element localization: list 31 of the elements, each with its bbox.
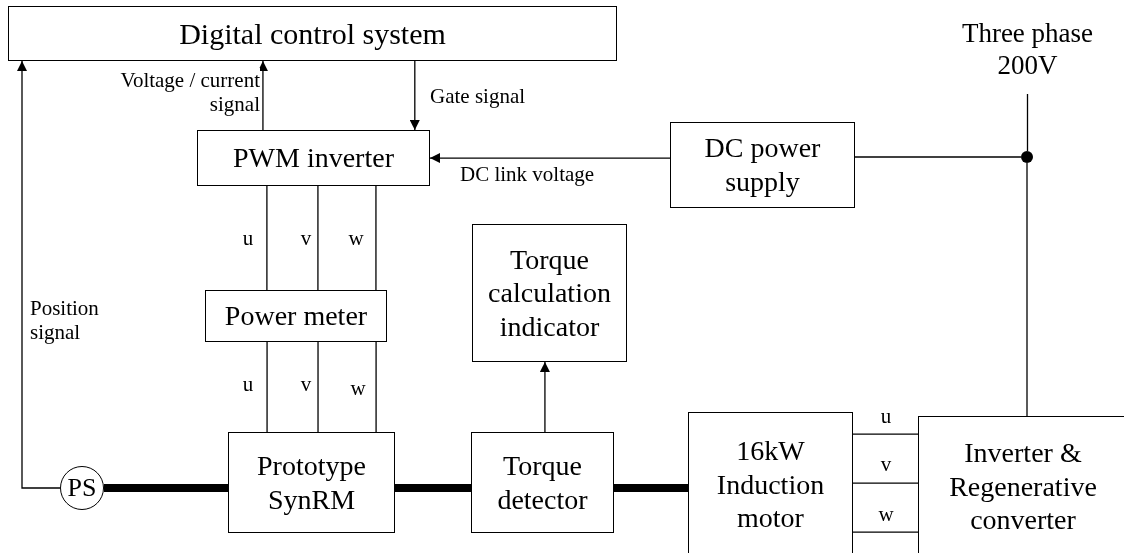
shaft-line [395, 483, 471, 492]
connector-line [266, 185, 268, 291]
connector-line [317, 185, 319, 291]
connector-line [852, 433, 919, 435]
arrow [539, 361, 550, 433]
arrow [17, 60, 61, 489]
junction-dot [1021, 151, 1033, 163]
connector-line [1026, 162, 1028, 417]
connector-line [266, 341, 268, 433]
arrow [257, 60, 268, 131]
block-box: 16kW Induction motor [688, 412, 853, 553]
connector-line [854, 156, 1022, 158]
connector-line [375, 185, 377, 291]
block-box: Digital control system [8, 6, 617, 61]
shaft-line [104, 484, 228, 492]
connector-line [852, 482, 919, 484]
sensor-circle: PS [60, 466, 104, 510]
connector-line [375, 341, 377, 433]
block-box: Inverter & Regenerative converter [918, 416, 1124, 553]
block-box: Torque calculation indicator [472, 224, 627, 362]
connector-line [317, 341, 319, 433]
shaft-line [614, 483, 688, 492]
block-box: DC power supply [670, 122, 855, 208]
connector-line [852, 531, 919, 533]
connector-line [1026, 93, 1029, 152]
arrow [409, 60, 420, 131]
block-box: Prototype SynRM [228, 432, 395, 533]
arrow [429, 153, 671, 164]
block-box: Power meter [205, 290, 387, 342]
block-box: Torque detector [471, 432, 614, 533]
block-box: PWM inverter [197, 130, 430, 186]
